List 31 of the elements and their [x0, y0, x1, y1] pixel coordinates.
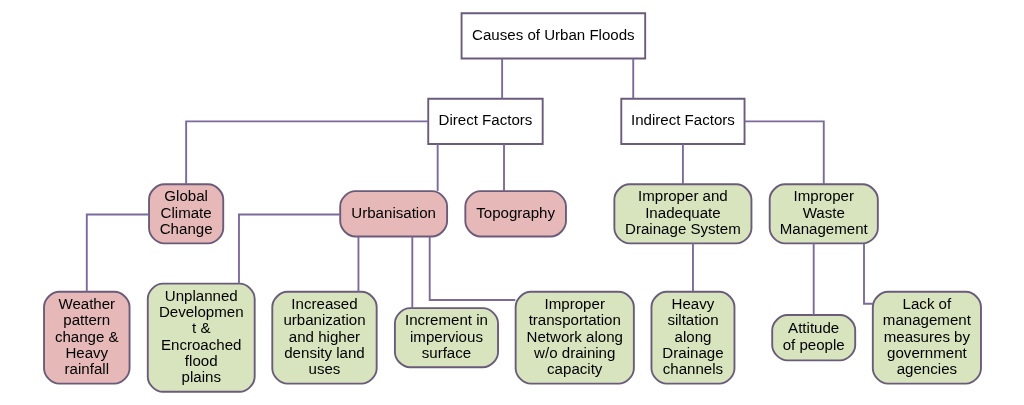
connector: [237, 213, 341, 285]
node-box: Increment in impervious surface: [393, 307, 499, 369]
node-box: Causes of Urban Floods: [460, 12, 646, 60]
connector: [631, 57, 634, 100]
node-box: Increased urbanization and higher density land uses: [270, 290, 378, 385]
node-box: Urbanisation: [338, 190, 448, 238]
connector: [743, 120, 825, 185]
connector: [428, 235, 516, 301]
connector: [410, 235, 413, 310]
node-box: Improper and Inadequate Drainage System: [612, 183, 752, 245]
connector: [502, 143, 505, 192]
node-box: Heavy siltation along Drainage channels: [650, 290, 735, 385]
connector: [357, 235, 359, 293]
node-box: Lack of management measures by government agencies: [871, 290, 982, 385]
connector: [862, 242, 874, 305]
node-box: Weather pattern change & Heavy rainfall: [42, 290, 130, 385]
connector: [436, 143, 439, 192]
node-box: Improper transportation Network along w/o draining capacity: [514, 290, 635, 385]
connector: [691, 242, 694, 293]
connector: [184, 120, 429, 185]
node-box: Global Climate Change: [147, 183, 224, 245]
node-box: Improper Waste Management: [768, 183, 879, 245]
node-box: Attitude of people: [770, 314, 856, 362]
node-box: Topography: [463, 190, 567, 238]
node-box: Indirect Factors: [619, 97, 745, 145]
connector: [812, 242, 815, 316]
node-box: Unplanned Developmen t & Encroached flood plains: [146, 282, 256, 393]
connector: [681, 143, 684, 186]
connector: [85, 213, 150, 293]
connector: [500, 57, 503, 100]
node-box: Direct Factors: [426, 97, 544, 145]
